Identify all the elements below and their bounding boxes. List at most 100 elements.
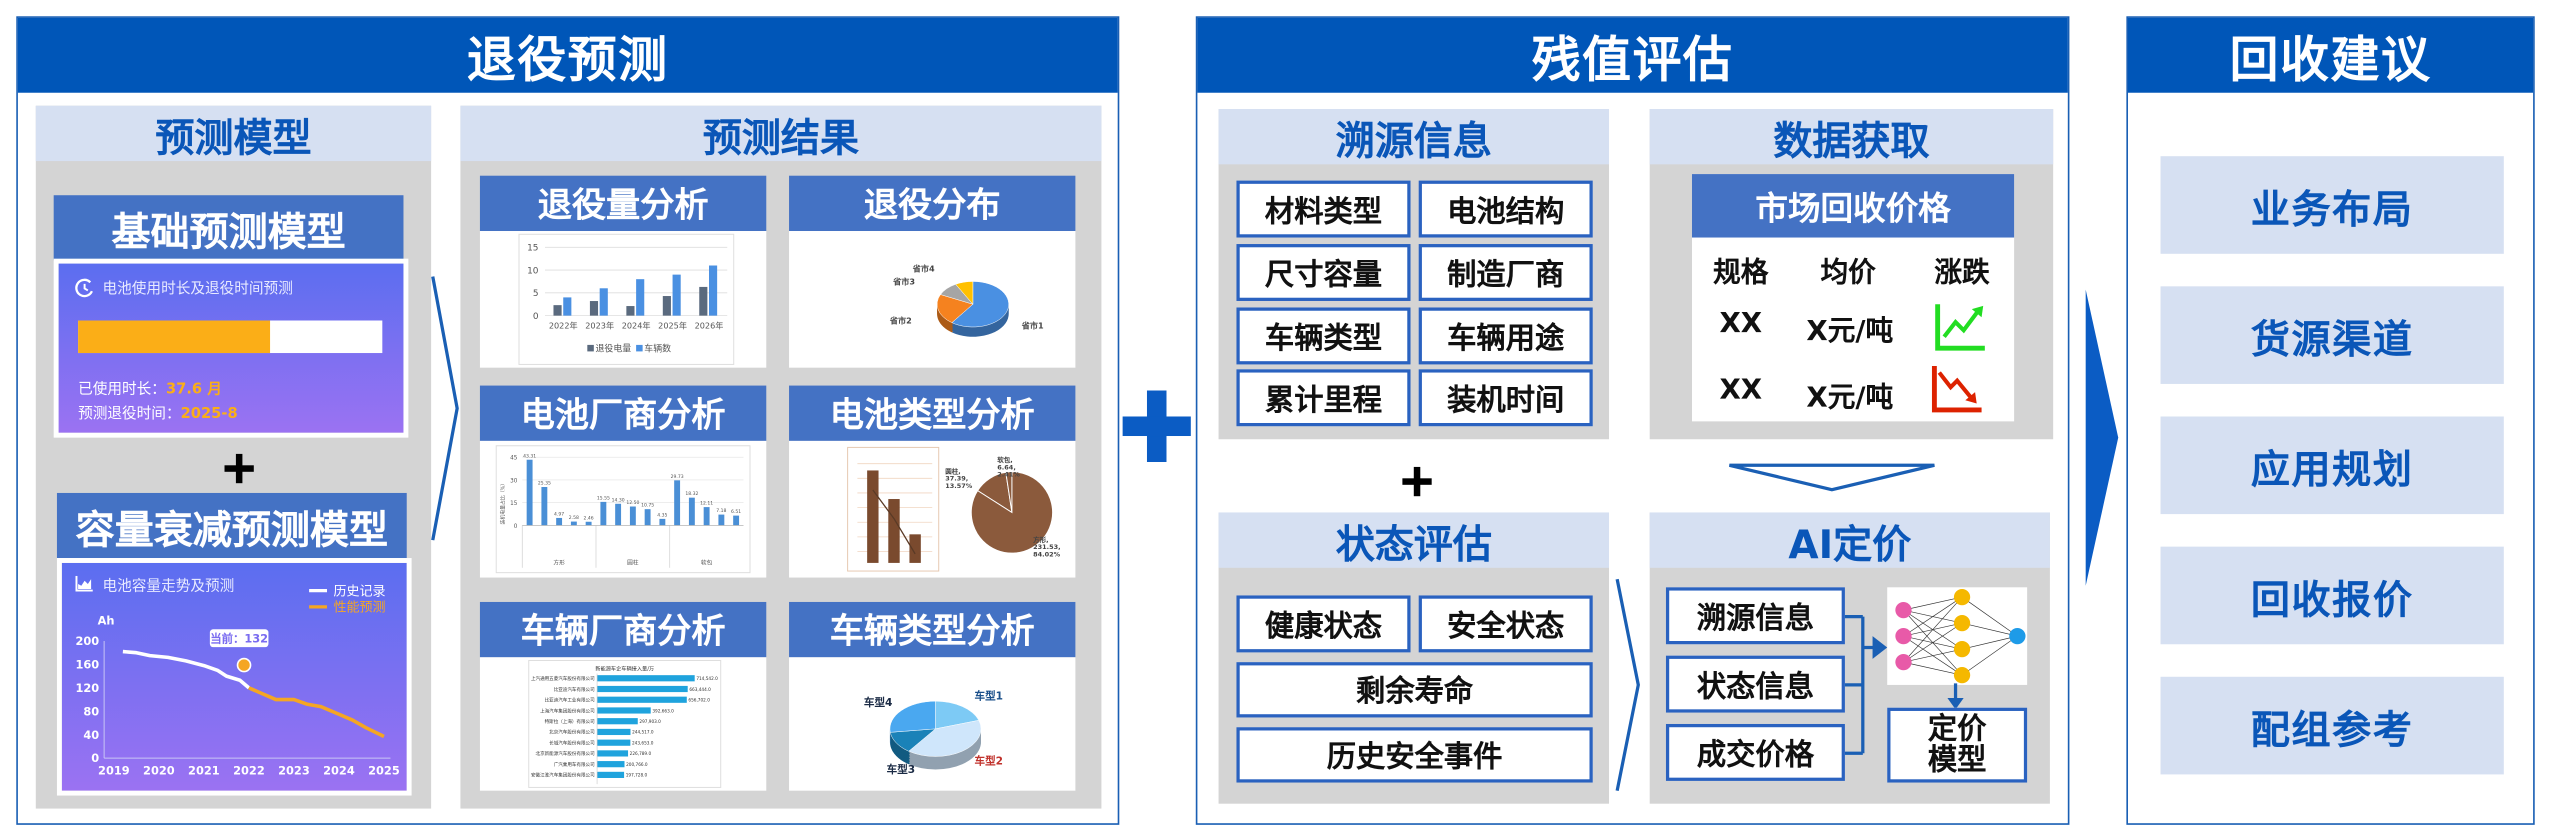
used-value: 37.6 月 — [165, 382, 222, 399]
section-title: 预测模型 — [35, 105, 432, 162]
panel-recycling-advice: 回收建议 业务布局 货源渠道 应用规划 回收报价 配组参考 — [2126, 16, 2535, 825]
pie-label-line: 圆柱, — [945, 466, 960, 475]
panel-title: 回收建议 — [2127, 17, 2534, 93]
advice-item: 配组参考 — [2160, 676, 2504, 775]
data-label: 714,542.0 — [696, 676, 718, 681]
advice-item: 回收报价 — [2160, 546, 2504, 645]
data-label: 2.46 — [584, 515, 594, 521]
state-item: 安全状态 — [1418, 595, 1593, 653]
bar — [553, 305, 562, 316]
bar — [659, 518, 666, 526]
pie-label: 方形,231.53,84.02% — [1033, 535, 1061, 559]
section-ai-pricing: AI定价 溯源信息 状态信息 成交价格 定价模型 — [1649, 512, 2050, 804]
arrow-right-icon — [2085, 289, 2119, 586]
pie-slice — [951, 281, 1009, 328]
tile-title: 车辆类型分析 — [789, 601, 1076, 658]
capacity-model-header: 容量衰减预测模型 — [56, 492, 407, 559]
x-tick-label: 2023 — [278, 763, 310, 777]
state-item: 健康状态 — [1236, 595, 1411, 653]
card-title: 电池使用时长及退役时间预测 — [102, 281, 293, 298]
bar — [599, 288, 608, 316]
advice-item: 应用规划 — [2160, 416, 2504, 515]
bar — [541, 486, 548, 526]
pie-label: 软包,6.64,2.41% — [997, 455, 1020, 479]
data-label: 4.35 — [657, 512, 667, 518]
y-tick-label: 40 — [83, 728, 99, 742]
bar — [597, 739, 631, 746]
legend-label: 性能预测 — [334, 601, 386, 616]
y-tick-label: 160 — [75, 657, 99, 671]
basic-model-header: 基础预测模型 — [53, 195, 404, 261]
tile-title: 电池类型分析 — [789, 385, 1076, 441]
data-label: 197,728.0 — [626, 773, 648, 778]
bar — [636, 279, 645, 316]
panel-title: 退役预测 — [17, 17, 1118, 93]
col-header-trend: 涨跌 — [1934, 257, 1990, 290]
bar — [644, 509, 651, 526]
pie-label: 省市3 — [892, 277, 915, 287]
pricing-model-box: 定价模型 — [1887, 707, 2028, 783]
series-line-1 — [248, 686, 385, 739]
bar — [629, 506, 636, 526]
pie-label-line: 37.39, — [945, 475, 968, 483]
bar — [585, 521, 592, 526]
group-label: 圆柱 — [627, 559, 639, 567]
pie-label-line: 6.64, — [997, 463, 1016, 471]
bar — [556, 517, 563, 526]
data-label: 18.32 — [685, 491, 698, 497]
trend-line — [872, 489, 916, 555]
bar — [597, 707, 651, 714]
chevron-right-icon — [1615, 578, 1640, 791]
retirement-time-card: 电池使用时长及退役时间预测 已使用时长：37.6 月 预测退役时间：2025-8 — [53, 258, 409, 438]
x-tick-label: 2020 — [143, 763, 175, 777]
trace-item: 电池结构 — [1418, 180, 1593, 238]
category-label: 特斯拉（上海）有限公司 — [545, 718, 595, 725]
x-tick-label: 2025年 — [658, 321, 687, 331]
section-forecast-model: 预测模型 基础预测模型 电池使用时长及退役时间预测 已使用时长：37.6 月 预… — [35, 105, 432, 809]
pie-label: 车型3 — [887, 763, 915, 776]
data-label: 200,766.0 — [626, 762, 648, 767]
bar — [597, 728, 631, 736]
data-label: 297,903.0 — [639, 719, 661, 724]
y-tick-label: 15 — [510, 501, 518, 507]
section-data-acquisition: 数据获取 市场回收价格 规格 均价 涨跌 XX X元/吨 XX X元/吨 — [1649, 109, 2054, 440]
row-spec: XX — [1719, 374, 1763, 407]
data-label: 244,517.0 — [632, 730, 654, 735]
col-header-spec: 规格 — [1713, 257, 1769, 290]
y-tick-label: 200 — [75, 634, 99, 648]
bar — [615, 503, 622, 526]
bar — [709, 265, 718, 316]
tile-title: 车辆厂商分析 — [479, 601, 767, 658]
bar — [888, 499, 900, 563]
pie-label-line: 方形, — [1033, 535, 1048, 544]
category-label: 北京新能源汽车股份有限公司 — [536, 750, 596, 757]
y-tick-label: 0 — [514, 524, 518, 530]
bar — [672, 274, 681, 316]
state-item: 剩余寿命 — [1236, 662, 1593, 718]
y-tick-label: 80 — [83, 704, 99, 718]
section-title: 预测结果 — [460, 105, 1102, 162]
y-tick-label: 30 — [510, 478, 518, 484]
retire-label: 预测退役时间： — [78, 406, 181, 423]
data-label: 243,653.0 — [632, 740, 654, 745]
legend-swatch — [636, 344, 643, 352]
bar — [626, 306, 635, 316]
x-tick-label: 2022年 — [549, 321, 578, 331]
row-spec: XX — [1719, 307, 1763, 341]
group-label: 软包 — [701, 559, 713, 567]
section-traceability: 溯源信息 材料类型 电池结构 尺寸容量 制造厂商 车辆类型 车辆用途 累计里程 … — [1218, 109, 1610, 440]
pie-label: 省市1 — [1021, 321, 1044, 331]
trend-up-icon — [1935, 304, 1985, 351]
section-title: 数据获取 — [1649, 109, 2054, 165]
y-tick-label: 10 — [527, 266, 539, 276]
chart-title: 新能源车企车辆接入量/万 — [595, 664, 654, 672]
legend-swatch — [587, 344, 594, 352]
bar — [699, 286, 708, 316]
trace-item: 累计里程 — [1236, 369, 1411, 427]
